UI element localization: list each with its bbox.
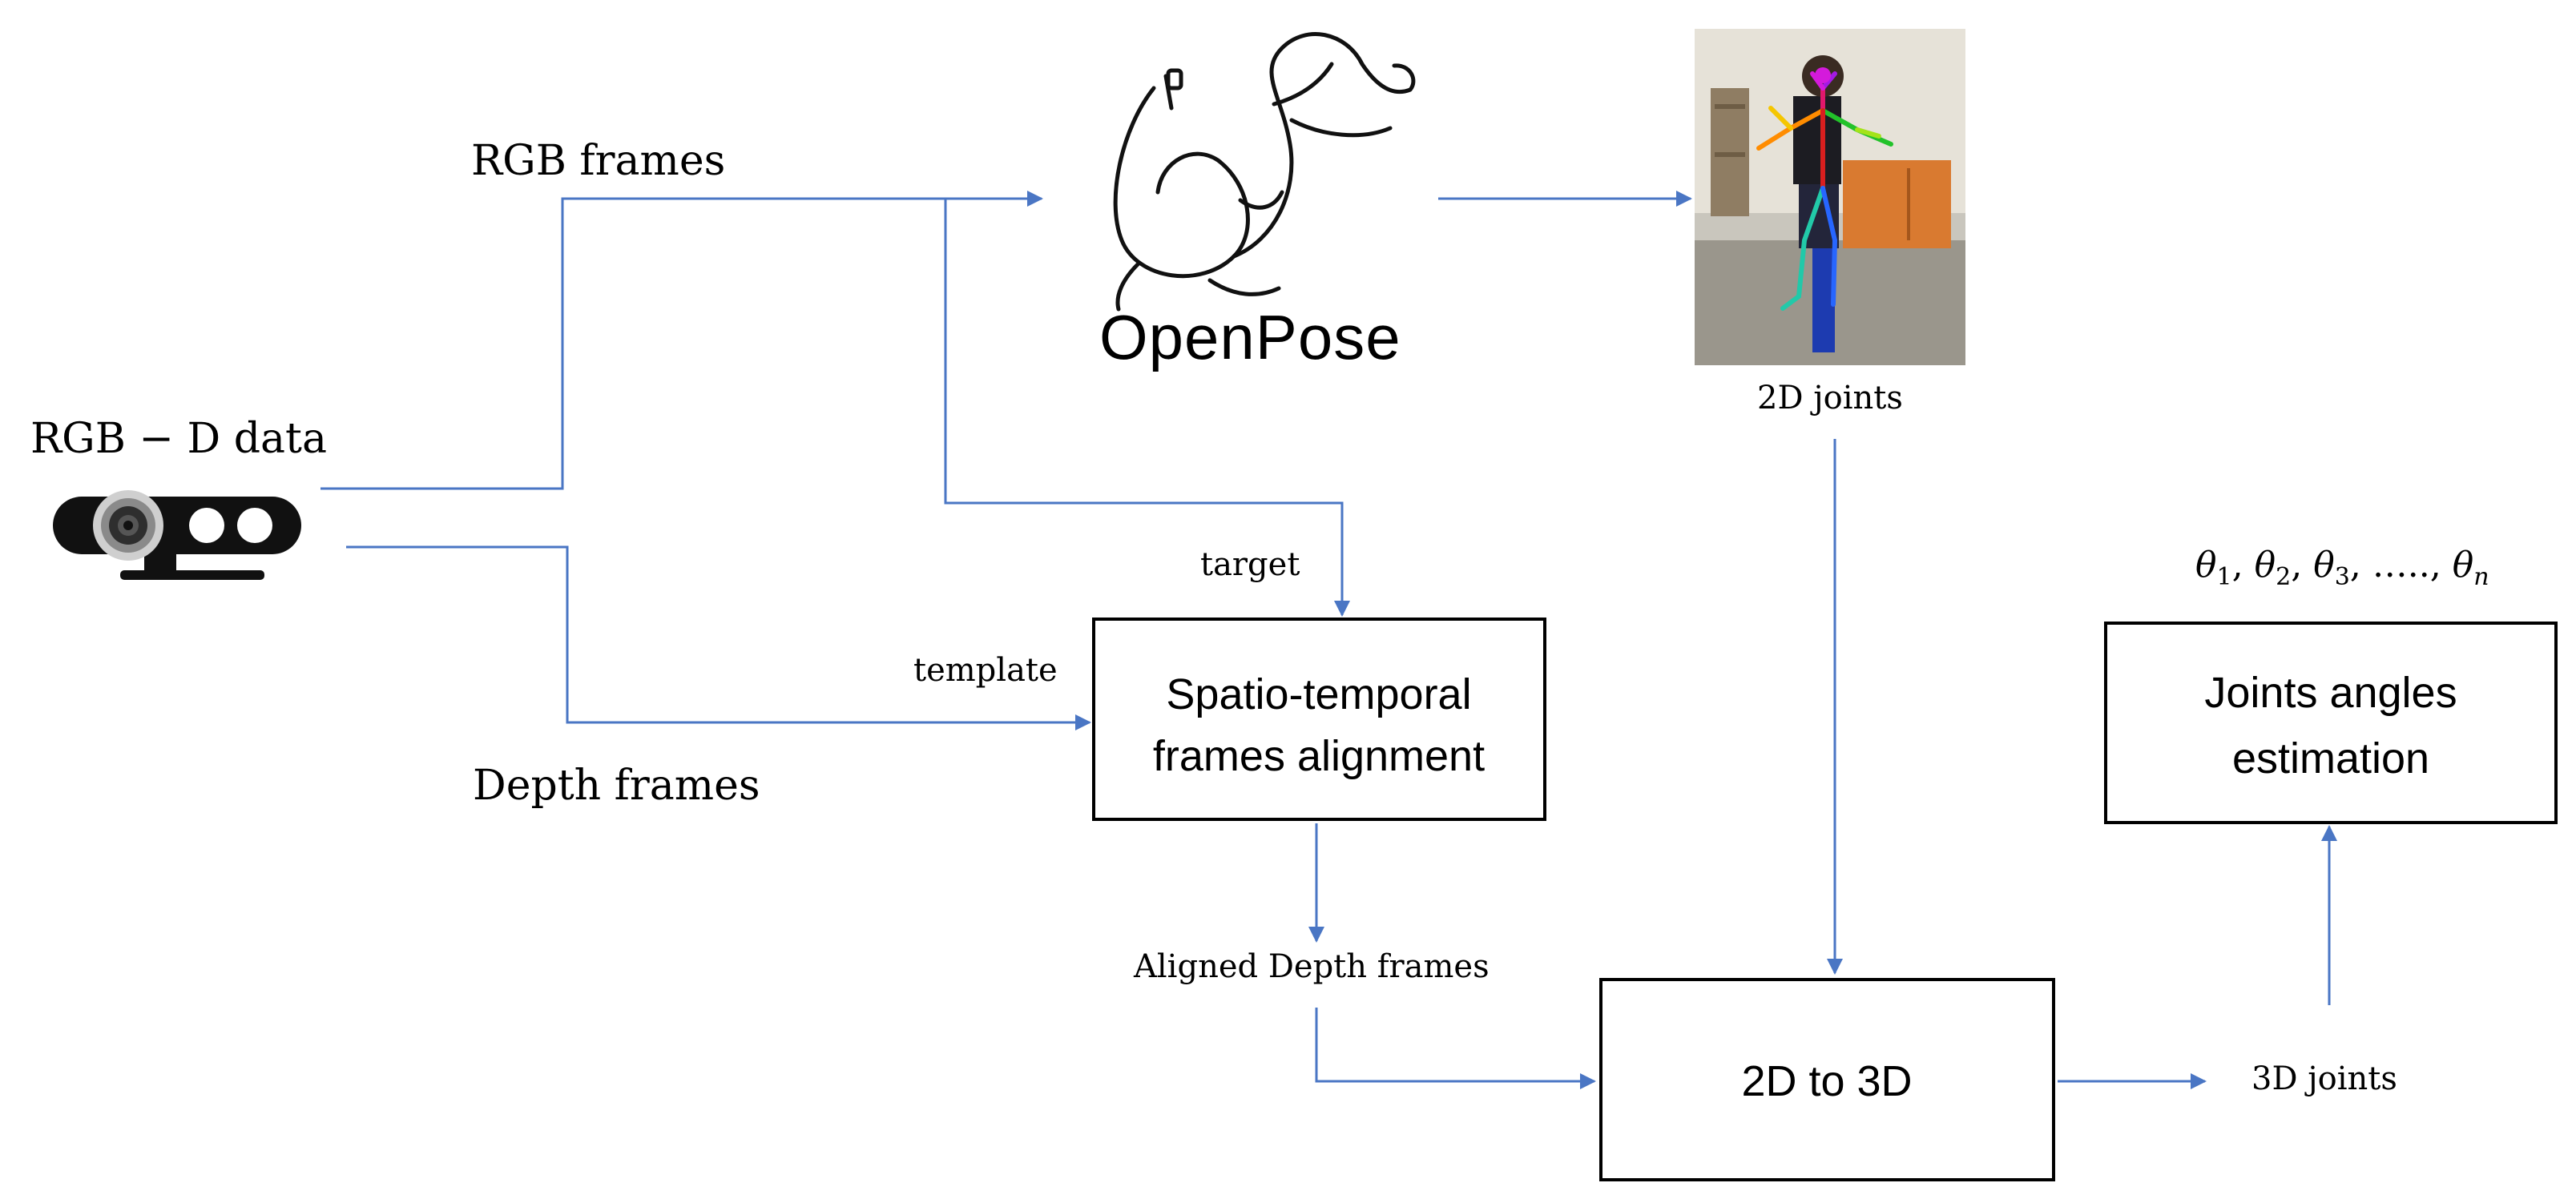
joints-3d-label: 3D joints (2251, 1060, 2397, 1097)
target-label: target (1200, 546, 1300, 583)
angles-line1: Joints angles (2204, 669, 2457, 717)
angles-box: Joints angles estimation (2104, 622, 2558, 824)
angles-formula: θ1, θ2, θ3, ….., θn (2195, 545, 2489, 591)
openpose-logo-text: OpenPose (1099, 302, 1401, 372)
template-label: template (913, 652, 1058, 689)
theta-n-sub: n (2473, 563, 2489, 591)
comma-3: , (2350, 545, 2361, 585)
theta-1-sub: 1 (2217, 563, 2232, 591)
alignment-line2: frames alignment (1153, 732, 1485, 780)
comma-2: , (2291, 545, 2302, 585)
source-title: RGB − D data (30, 415, 327, 463)
theta-2: θ (2255, 545, 2276, 585)
theta-2-sub: 2 (2276, 563, 2291, 591)
arrow-camera-to-alignment-template (346, 545, 1091, 730)
depth-frames-label: Depth frames (473, 762, 760, 810)
theta-1: θ (2195, 545, 2217, 585)
comma-1: , (2232, 545, 2243, 585)
theta-3: θ (2313, 545, 2335, 585)
theta-3-sub: 3 (2335, 563, 2350, 591)
alignment-box: Spatio-temporal frames alignment (1092, 618, 1546, 821)
aligned-depth-label: Aligned Depth frames (1133, 948, 1490, 985)
rgbd-camera-icon (53, 490, 301, 580)
alignment-line1: Spatio-temporal (1166, 670, 1471, 718)
arrow-aligned-depth-to-lift (1315, 1008, 1596, 1089)
angles-line2: estimation (2232, 734, 2429, 783)
rgb-frames-label: RGB frames (471, 137, 725, 185)
openpose-figure-icon (1113, 32, 1416, 312)
arrow-rgb-to-alignment-target (944, 199, 1350, 617)
arrow-camera-to-openpose (320, 191, 1043, 490)
skeleton-photo-icon (1695, 29, 1965, 365)
lift-box: 2D to 3D (1599, 978, 2055, 1181)
theta-n: θ (2453, 545, 2474, 585)
lift-label: 2D to 3D (1741, 1057, 1912, 1105)
ellipsis: ….., (2372, 545, 2441, 585)
photo-caption: 2D joints (1757, 380, 1903, 416)
connectors (320, 191, 2337, 1089)
